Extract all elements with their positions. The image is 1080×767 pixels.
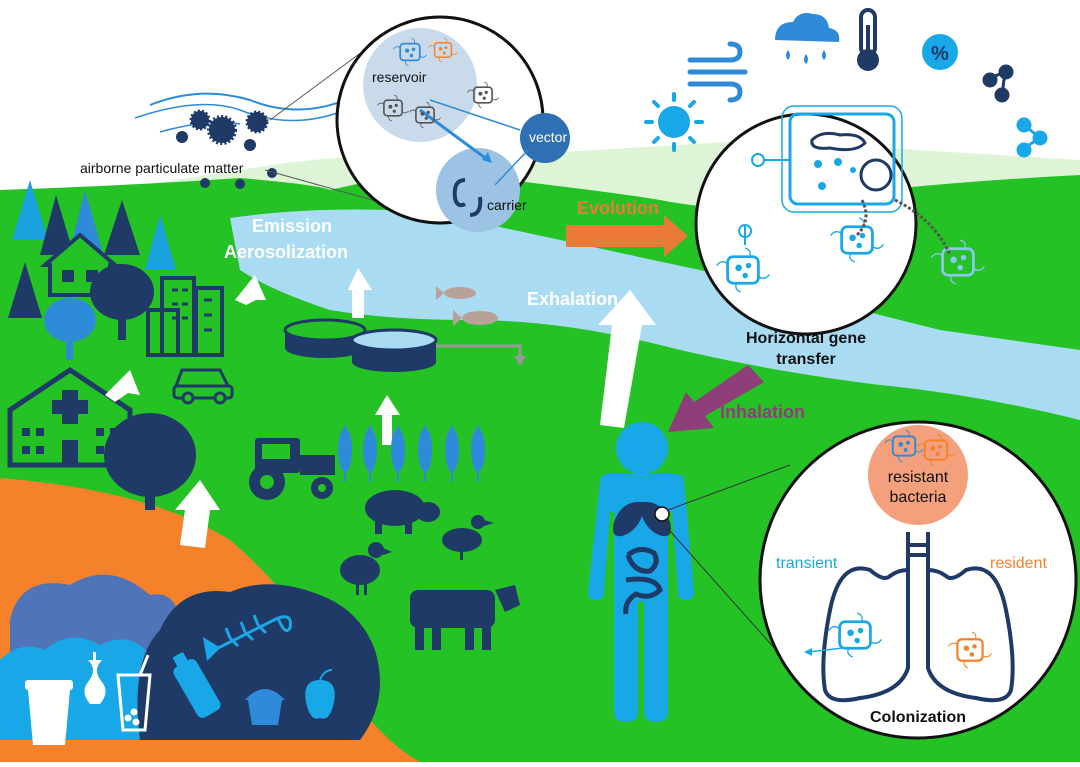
zoom-line [264, 169, 391, 206]
river [230, 209, 1080, 420]
inhalation-label: Inhalation [720, 402, 805, 422]
fish-icon [436, 286, 498, 326]
aerosolization-label: Aerosolization [224, 242, 348, 262]
sun-icon [644, 92, 704, 152]
cow-icon [410, 585, 520, 650]
vector-label: vector [529, 129, 567, 145]
thermometer-icon [857, 8, 879, 71]
airborne-label: airborne particulate matter [80, 160, 244, 176]
fish-bone-icon [202, 614, 292, 662]
percent-icon: % [922, 34, 958, 70]
evolution-arrow [566, 215, 688, 257]
up-arrows [105, 268, 656, 548]
airborne-particulate-matter: airborne particulate matter [80, 92, 351, 189]
resistant-label-line2: bacteria [890, 489, 947, 506]
tractor-icon [249, 438, 335, 500]
pig-icon [365, 490, 440, 534]
zoom-line [661, 521, 786, 661]
rain-cloud-icon [775, 13, 840, 64]
evolution-label: Evolution [577, 198, 659, 218]
molecule-icon [982, 64, 1014, 103]
bubble-tea-icon [116, 654, 152, 732]
emission-label: Emission [252, 216, 332, 236]
reservoir-zoom-circle: reservoir vector carrier [335, 15, 570, 232]
wastewater-tank-icon [283, 318, 526, 372]
hgt-label-line1: Horizontal gene [746, 330, 866, 347]
wheat-icon [338, 425, 485, 482]
percent-label: % [931, 43, 949, 65]
tree-icon [44, 264, 154, 360]
molecule-icon [1016, 117, 1048, 158]
apple-core-icon [84, 652, 106, 704]
city-buildings-icon [146, 276, 224, 357]
duck-icon [442, 515, 494, 560]
hgt-circle: Horizontal gene transfer [694, 105, 986, 368]
exhalation-label: Exhalation [527, 289, 618, 309]
apple-icon [305, 669, 335, 719]
colonization-circle: resistant bacteria transient resident Co… [758, 420, 1078, 740]
hgt-label-line2: transfer [776, 351, 836, 368]
transient-label: transient [776, 555, 838, 572]
resident-label: resident [990, 555, 1047, 572]
inhalation-arrow [668, 365, 764, 432]
resistant-label-line1: resistant [888, 469, 949, 486]
tree-icon [104, 413, 196, 510]
bottle-icon [173, 652, 221, 718]
lung-zoom-marker [654, 506, 670, 522]
organs [623, 547, 663, 615]
carrier-label: carrier [487, 197, 527, 213]
muffin-icon [245, 689, 285, 725]
chicken-icon [340, 542, 392, 595]
lungs-icon [613, 488, 671, 537]
coffee-cup-icon [25, 680, 73, 745]
colonization-label: Colonization [870, 709, 966, 726]
wind-icon [687, 41, 748, 103]
zoom-line [667, 464, 791, 511]
car-icon [172, 368, 234, 405]
reservoir-label: reservoir [372, 69, 427, 85]
lungs-outline [821, 532, 1015, 703]
